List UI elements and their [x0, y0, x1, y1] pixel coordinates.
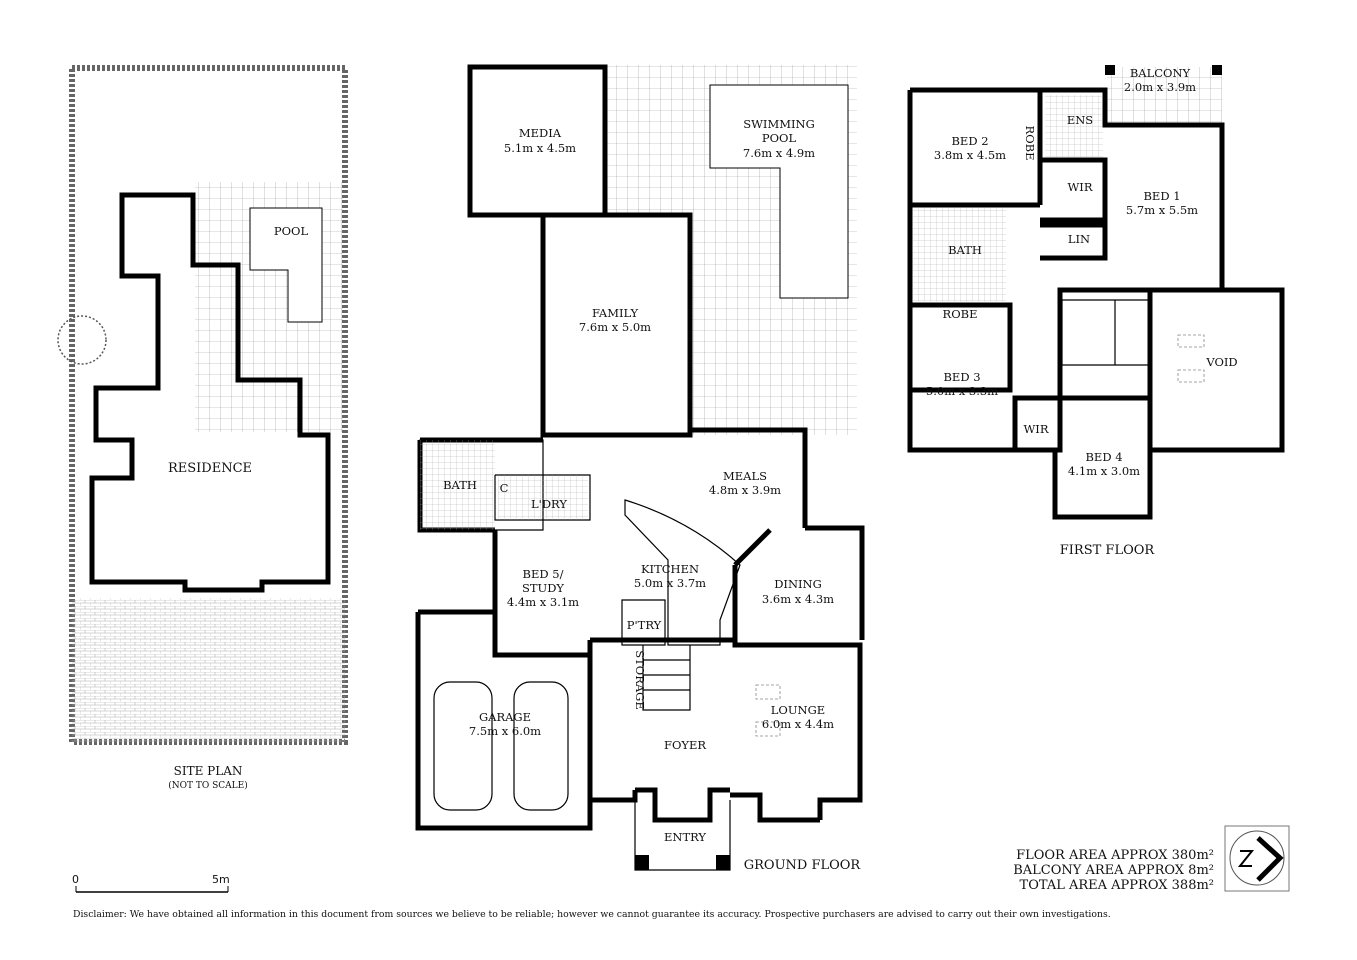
site-plan: POOL RESIDENCE SITE PLAN (NOT TO SCALE) [57, 65, 348, 791]
room-label-balcony: BALCONY [1130, 66, 1191, 80]
residence-label: RESIDENCE [168, 461, 252, 476]
room-label-linen: LIN [1068, 232, 1090, 246]
room-label-entry: ENTRY [664, 830, 706, 844]
room-label-pool-2: POOL [762, 131, 797, 145]
room-label-lounge: LOUNGE [771, 703, 825, 717]
tree-icon [57, 315, 107, 365]
stairs [642, 645, 691, 711]
room-label-void: VOID [1205, 355, 1237, 369]
svg-text:5m: 5m [212, 873, 230, 886]
site-plan-title: SITE PLAN [174, 764, 243, 778]
room-label-bath: BATH [443, 478, 477, 492]
room-label-garage: GARAGE [479, 710, 531, 724]
hedge-boundary [69, 65, 348, 745]
room-label-meals: MEALS [723, 469, 767, 483]
first-floor-plan: BALCONY 2.0m x 3.9m BED 2 3.8m x 4.5m RO… [907, 65, 1285, 558]
balcony [1107, 67, 1222, 125]
room-label-dining: DINING [774, 577, 822, 591]
room-dims-media: 5.1m x 4.5m [504, 141, 576, 155]
room-label-kitchen: KITCHEN [641, 562, 699, 576]
car-icon [433, 681, 569, 811]
pantry [621, 599, 666, 646]
stairs-first [1061, 299, 1151, 366]
site-plan-subtitle: (NOT TO SCALE) [168, 780, 247, 791]
kitchen-bench [624, 499, 741, 646]
room-dims-dining: 3.6m x 4.3m [762, 592, 834, 606]
driveway [72, 598, 345, 742]
room-label-wir-2: WIR [1023, 422, 1048, 436]
bay-walls [635, 787, 820, 823]
entry-porch [634, 800, 731, 871]
site-pool [249, 207, 323, 323]
room-label-cupboard: C [500, 481, 509, 495]
room-label-foyer: FOYER [664, 738, 706, 752]
room-dims-kitchen: 5.0m x 3.7m [634, 576, 706, 590]
room-label-bed5: BED 5/ [523, 567, 564, 581]
pool-label: POOL [274, 224, 309, 238]
first-floor-inner-walls [910, 90, 1108, 393]
room-label-ensuite: ENS [1067, 113, 1093, 127]
room-label-bed1: BED 1 [1143, 189, 1180, 203]
room-dims-bed5: 4.4m x 3.1m [507, 595, 579, 609]
ground-floor-plan: MEDIA 5.1m x 4.5m SWIMMING POOL 7.6m x 4… [415, 64, 865, 873]
disclaimer-text: Disclaimer: We have obtained all informa… [73, 909, 1111, 920]
room-label-laundry: L'DRY [531, 497, 567, 511]
room-dims-bed1: 5.7m x 5.5m [1126, 203, 1198, 217]
family-walls [540, 212, 693, 438]
ground-floor-title: GROUND FLOOR [744, 858, 862, 873]
room-label-bed2: BED 2 [951, 134, 988, 148]
scale-bar: 0 5m [72, 873, 230, 893]
room-dims-bed3: 5.0m x 3.3m [926, 384, 998, 398]
room-label-bed4: BED 4 [1085, 450, 1122, 464]
room-dims-garage: 7.5m x 6.0m [469, 724, 541, 738]
room-label-robe-2: ROBE [943, 307, 978, 321]
room-label-robe-1: ROBE [1023, 126, 1037, 161]
room-label-pantry: P'TRY [627, 618, 662, 632]
room-label-wir-1: WIR [1067, 180, 1092, 194]
svg-text:0: 0 [72, 873, 79, 886]
lounge-walls [587, 528, 863, 820]
room-label-bath-first: BATH [948, 243, 982, 257]
residence-outline [89, 192, 331, 593]
balcony-area: BALCONY AREA APPROX 8m² [1013, 863, 1214, 878]
bath-tiles [913, 208, 1006, 303]
room-dims-lounge: 6.0m x 4.4m [762, 717, 834, 731]
first-floor-title: FIRST FLOOR [1060, 543, 1156, 558]
room-label-study: STUDY [522, 581, 564, 595]
room-label-pool: SWIMMING [743, 117, 815, 131]
floor-area: FLOOR AREA APPROX 380m² [1016, 848, 1214, 863]
room-label-family: FAMILY [592, 306, 639, 320]
room-label-storage: STORAGE [633, 650, 647, 710]
room-label-media: MEDIA [519, 126, 562, 140]
first-floor-outer-walls [907, 87, 1285, 520]
room-dims-bed2: 3.8m x 4.5m [934, 148, 1006, 162]
room-dims-meals: 4.8m x 3.9m [709, 483, 781, 497]
swimming-pool [709, 84, 849, 299]
room-dims-pool: 7.6m x 4.9m [743, 146, 815, 160]
ensuite-tiles [1045, 95, 1103, 157]
room-dims-family: 7.6m x 5.0m [579, 320, 651, 334]
north-arrow-icon [1224, 825, 1290, 892]
room-label-bed3: BED 3 [943, 370, 980, 384]
room-dims-bed4: 4.1m x 3.0m [1068, 464, 1140, 478]
total-area: TOTAL AREA APPROX 388m² [1020, 878, 1214, 893]
room-dims-balcony: 2.0m x 3.9m [1124, 80, 1196, 94]
